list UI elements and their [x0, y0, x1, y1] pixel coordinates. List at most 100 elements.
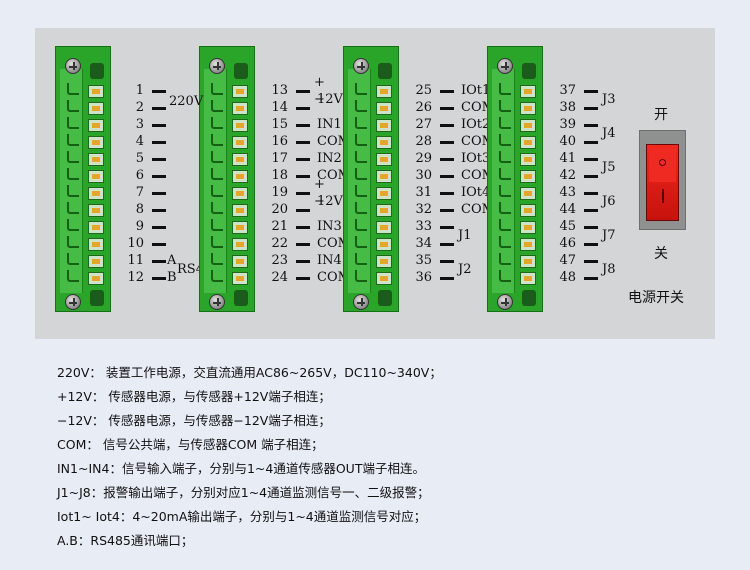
- block-cap: [90, 63, 104, 79]
- terminal-pin[interactable]: [232, 204, 248, 217]
- terminal-pin[interactable]: [376, 238, 392, 251]
- terminal-clamp: [67, 134, 79, 146]
- terminal-pin[interactable]: [232, 136, 248, 149]
- terminal-pin[interactable]: [520, 238, 536, 251]
- terminal-pin[interactable]: [88, 119, 104, 132]
- terminal-pin[interactable]: [520, 272, 536, 285]
- terminal-pin[interactable]: [376, 170, 392, 183]
- terminal-pin[interactable]: [520, 153, 536, 166]
- pin-number: 20: [271, 202, 288, 217]
- terminal-pin[interactable]: [520, 102, 536, 115]
- pin-number: 48: [559, 270, 576, 285]
- terminal-clamp: [67, 219, 79, 231]
- pin-number: 25: [415, 83, 432, 98]
- terminal-pin[interactable]: [520, 119, 536, 132]
- terminal-pin[interactable]: [232, 255, 248, 268]
- terminal-clamp: [355, 100, 367, 112]
- terminal-pin[interactable]: [232, 272, 248, 285]
- terminal-pin[interactable]: [520, 221, 536, 234]
- terminal-pin[interactable]: [88, 272, 104, 285]
- terminal-pin[interactable]: [232, 119, 248, 132]
- terminal-pin[interactable]: [88, 221, 104, 234]
- terminal-pin[interactable]: [88, 85, 104, 98]
- pin-dash: [440, 124, 454, 127]
- terminal-pin[interactable]: [376, 85, 392, 98]
- terminal-pin[interactable]: [232, 153, 248, 166]
- terminal-pin[interactable]: [88, 153, 104, 166]
- terminal-pin[interactable]: [376, 272, 392, 285]
- terminal-clamp: [211, 151, 223, 163]
- pin-dash: [584, 141, 598, 144]
- terminal-pin[interactable]: [88, 170, 104, 183]
- terminal-pin[interactable]: [376, 153, 392, 166]
- terminal-pin[interactable]: [232, 170, 248, 183]
- pin-dash: [584, 192, 598, 195]
- note-inputs: IN1~IN4：信号输入端子，分别与1~4通道传感器OUT端子相连。: [57, 461, 425, 476]
- pin-number: 5: [135, 151, 144, 166]
- signal-label: COM: [461, 134, 495, 149]
- terminal-pin[interactable]: [520, 136, 536, 149]
- terminal-pin[interactable]: [232, 102, 248, 115]
- signal-label: COM: [317, 168, 351, 183]
- pin-number: 18: [271, 168, 288, 183]
- pin-number: 42: [559, 168, 576, 183]
- pin-number: 37: [559, 83, 576, 98]
- pin-dash: [584, 158, 598, 161]
- terminal-clamp: [211, 134, 223, 146]
- terminal-pin[interactable]: [88, 255, 104, 268]
- terminal-pin[interactable]: [232, 85, 248, 98]
- terminal-pin[interactable]: [520, 187, 536, 200]
- power-input-label: 220V: [169, 93, 204, 109]
- pin-dash: [584, 226, 598, 229]
- terminal-pin[interactable]: [232, 221, 248, 234]
- block-cap: [234, 63, 248, 79]
- screw-icon: [209, 294, 225, 310]
- terminal-pin[interactable]: [520, 204, 536, 217]
- terminal-pin[interactable]: [232, 187, 248, 200]
- pin-dash: [584, 243, 598, 246]
- block-cap: [234, 290, 248, 306]
- signal-label: B: [167, 270, 177, 285]
- pin-number: 14: [271, 100, 288, 115]
- pin-dash: [296, 226, 310, 229]
- terminal-clamp: [355, 83, 367, 95]
- terminal-pin[interactable]: [520, 85, 536, 98]
- pin-dash: [296, 277, 310, 280]
- terminal-pin[interactable]: [88, 238, 104, 251]
- terminal-clamp: [211, 168, 223, 180]
- terminal-pin[interactable]: [376, 221, 392, 234]
- screw-icon: [353, 58, 369, 74]
- terminal-pin[interactable]: [376, 204, 392, 217]
- pin-number: 41: [559, 151, 576, 166]
- screw-icon: [65, 294, 81, 310]
- terminal-clamp: [499, 100, 511, 112]
- terminal-pin[interactable]: [376, 136, 392, 149]
- terminal-clamp: [355, 117, 367, 129]
- pin-dash: [152, 175, 166, 178]
- power-switch[interactable]: [646, 144, 679, 221]
- signal-label: COM: [317, 270, 351, 285]
- terminal-pin[interactable]: [520, 170, 536, 183]
- pin-number: 15: [271, 117, 288, 132]
- pin-number: 2: [135, 100, 144, 115]
- signal-label: J6: [602, 193, 616, 209]
- terminal-pin[interactable]: [376, 187, 392, 200]
- terminal-pin[interactable]: [88, 136, 104, 149]
- terminal-pin[interactable]: [88, 102, 104, 115]
- terminal-pin[interactable]: [88, 204, 104, 217]
- signal-label: J7: [602, 227, 616, 243]
- terminal-pin[interactable]: [376, 102, 392, 115]
- signal-label: COM: [461, 168, 495, 183]
- terminal-pin[interactable]: [520, 255, 536, 268]
- pin-number: 39: [559, 117, 576, 132]
- terminal-clamp: [211, 202, 223, 214]
- terminal-pin[interactable]: [88, 187, 104, 200]
- terminal-pin[interactable]: [232, 238, 248, 251]
- terminal-pin[interactable]: [376, 255, 392, 268]
- note-rs485: A.B：RS485通讯端口；: [57, 533, 194, 548]
- terminal-clamp: [211, 117, 223, 129]
- note-alarm-outputs: J1~J8：报警输出端子，分别对应1~4通道监测信号一、二级报警；: [57, 485, 430, 500]
- pin-dash: [152, 192, 166, 195]
- pin-dash: [152, 226, 166, 229]
- terminal-pin[interactable]: [376, 119, 392, 132]
